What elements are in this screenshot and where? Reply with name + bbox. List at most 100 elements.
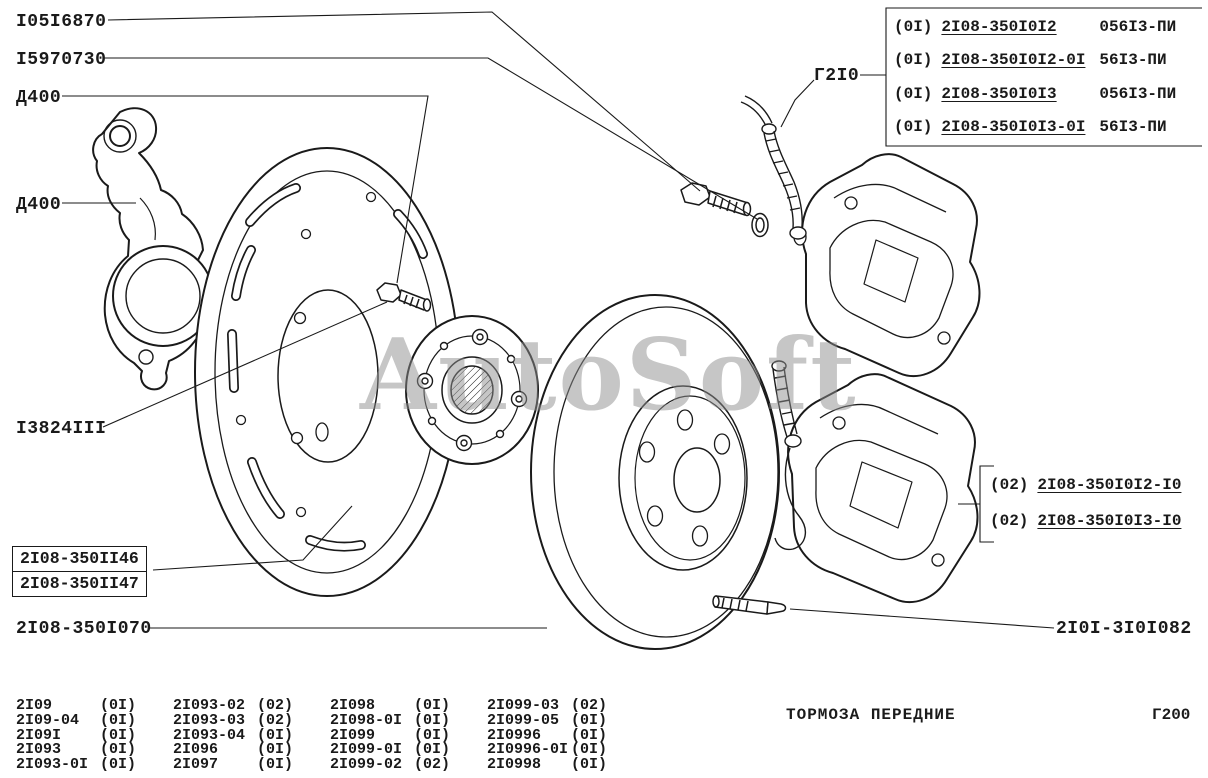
page-code: Г200 (1152, 706, 1191, 724)
table-cell: 2I096 (0I) (173, 741, 330, 759)
table-cell: 2I0998(0I) (487, 756, 644, 774)
model-number: 2I0998 (487, 756, 542, 774)
brake-hose-upper-drawing (740, 95, 807, 240)
table-row: 2I09 (0I) 2I093-02 (02) 2I098(0I) 2I099-03… (16, 697, 644, 714)
quantity: (02) (257, 711, 294, 729)
quantity: (0I) (894, 118, 933, 137)
part-number-link[interactable]: 2I08-350I0I2-0I (941, 51, 1086, 70)
table-cell: 2I099(0I) (330, 728, 487, 744)
model-number: 2I09 (16, 697, 53, 714)
model-number: 2I099-0I (330, 741, 403, 759)
quantity: (0I) (571, 711, 608, 729)
quantity: (02) (990, 512, 1029, 530)
callout-d400-side: Д400 (16, 195, 62, 215)
part-number-link[interactable]: 2I08-350I0I2 (941, 17, 1057, 36)
quantity: (0I) (257, 756, 294, 774)
leader-lines (62, 7, 1202, 629)
model-number: 2I0996-0I (487, 741, 569, 759)
table-row: 2I09-04(0I) 2I093-03 (02) 2I098-0I (0I) 2I… (16, 711, 644, 729)
table-cell: 2I093-04 (0I) (173, 726, 330, 744)
model-number: 2I096 (173, 741, 219, 759)
variant-row: (0I) 2I08-350I0I3 056I3-ПИ (894, 85, 1196, 103)
table-cell: 2I099-03 (02) (487, 697, 644, 714)
shield-part-box: 2I08-350II46 2I08-350II47 (12, 546, 147, 597)
dust-shield-drawing (194, 147, 460, 597)
table-cell: 2I0996 (0I) (487, 726, 644, 744)
wheel-hub-drawing (405, 315, 539, 465)
model-number: 2I099-05 (487, 711, 560, 729)
quantity: (0I) (414, 741, 451, 759)
caliper-upper-drawing (793, 153, 981, 378)
part-number: 2I08-350II47 (13, 571, 146, 596)
model-number: 2I097 (173, 756, 219, 774)
table-cell: 2I093(0I) (16, 742, 173, 758)
quantity: (0I) (894, 17, 933, 36)
table-cell: 2I09 (0I) (16, 697, 173, 714)
quantity: (0I) (894, 51, 933, 70)
part-number-link[interactable]: 2I08-350I0I2-I0 (1037, 476, 1182, 494)
supplier-code: 56I3-ПИ (1099, 51, 1167, 70)
applicability-table: 2I09(0I) 2I093-02(02) 2I098(0I) 2I099-03… (16, 697, 644, 774)
part-number: 2I08-350II46 (20, 549, 139, 568)
table-cell: 2I099-0I (0I) (330, 741, 487, 759)
callout-hose-group: Г2I0 (814, 66, 860, 86)
callout-guide-pin: 2I0I-3I0I082 (1056, 619, 1192, 639)
quantity: (0I) (414, 711, 451, 729)
table-cell: 2I0996-0I(0I) (487, 741, 644, 759)
quantity: (02) (571, 697, 608, 714)
callout-hub-bolt: I3824III (16, 419, 107, 439)
quantity: (0I) (100, 756, 137, 774)
variant-row: (0I) 2I08-350I0I3-0I 56I3-ПИ (894, 118, 1196, 136)
model-number: 2I098 (330, 697, 376, 714)
model-number: 2I0996 (487, 726, 542, 744)
table-cell: 2I09-04(0I) (16, 711, 173, 729)
callout-bolt-upper: I05I6870 (16, 12, 107, 32)
table-cell: 2I098-0I (0I) (330, 711, 487, 729)
supplier-code: 056I3-ПИ (1099, 17, 1177, 36)
variant-box-top: (0I) 2I08-350I0I2 056I3-ПИ (0I) 2I08-350… (894, 10, 1196, 144)
model-number: 2I093-04 (173, 726, 246, 744)
table-row: 2I09I (0I) 2I093-04 (0I) 2I099(0I) 2I0996 (… (16, 726, 644, 744)
quantity: (0I) (100, 697, 137, 714)
table-cell: 2I098(0I) (330, 697, 487, 714)
guide-pin-drawing (712, 595, 787, 615)
callout-lock-washer: I5970730 (16, 50, 107, 70)
variant-row: (0I) 2I08-350I0I2-0I 56I3-ПИ (894, 51, 1196, 69)
caliper-bolt-drawing (680, 182, 752, 217)
model-number: 2I099-03 (487, 697, 560, 714)
variant-row: (02) 2I08-350I0I2-I0 (990, 476, 1181, 494)
part-number-link[interactable]: 2I08-350I0I3-0I (941, 118, 1086, 137)
table-row: 2I093(0I) 2I096 (0I) 2I099-0I (0I) 2I0996-… (16, 741, 644, 759)
model-number: 2I093-03 (173, 711, 246, 729)
variant-box-mid: (02) 2I08-350I0I2-I0 (02) 2I08-350I0I3-I… (990, 467, 1181, 539)
supplier-code: 56I3-ПИ (1099, 118, 1167, 137)
model-number: 2I09I (16, 726, 62, 744)
quantity: (0I) (100, 726, 137, 744)
page-title: ТОРМОЗА ПЕРЕДНИЕ (786, 706, 956, 724)
quantity: (0I) (894, 84, 933, 103)
quantity: (02) (257, 697, 294, 714)
table-row: 2I093-0I (0I) 2I097 (0I) 2I099-02 (02) 2I09… (16, 756, 644, 774)
model-number: 2I093-02 (173, 697, 246, 714)
brake-disc-drawing (530, 294, 780, 650)
model-number: 2I099-02 (330, 756, 403, 774)
quantity: (0I) (571, 726, 608, 744)
quantity: (0I) (257, 726, 294, 744)
model-number: 2I098-0I (330, 711, 403, 729)
model-number: 2I093-0I (16, 756, 89, 774)
part-number-link[interactable]: 2I08-350I0I3-I0 (1037, 512, 1182, 530)
table-cell: 2I09I (0I) (16, 726, 173, 744)
quantity: (0I) (100, 711, 137, 729)
quantity: (02) (414, 756, 451, 774)
supplier-code: 056I3-ПИ (1099, 84, 1177, 103)
table-cell: 2I093-02 (02) (173, 697, 330, 714)
part-number-link[interactable]: 2I08-350I0I3 (941, 84, 1057, 103)
callout-d400-top: Д400 (16, 88, 62, 108)
steering-knuckle-drawing (92, 107, 214, 391)
quantity: (0I) (257, 741, 294, 759)
callout-disc: 2I08-350I070 (16, 619, 152, 639)
quantity: (02) (990, 476, 1029, 494)
table-cell: 2I099-02 (02) (330, 756, 487, 774)
